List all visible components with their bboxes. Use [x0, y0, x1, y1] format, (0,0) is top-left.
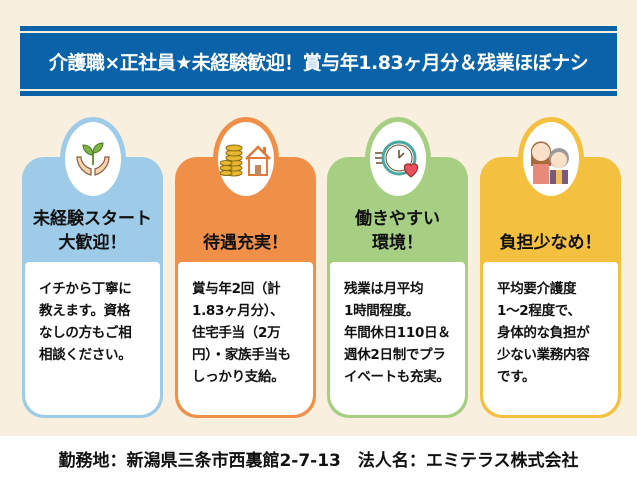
card-body-text: 平均要介護度 1〜2程度で、 身体的な負担が 少ない業務内容 です。 [497, 281, 590, 385]
headline-banner: 介護職×正社員★未経験歓迎！賞与年1.83ヶ月分＆残業ほぼナシ [20, 26, 617, 96]
feature-card-low-burden: 負担少なめ！ 平均要介護度 1〜2程度で、 身体的な負担が 少ない業務内容 です… [480, 117, 621, 418]
coins-and-house-icon [212, 117, 279, 201]
caregiver-and-elder-icon [517, 117, 584, 201]
card-heading: 働きやすい 環境！ [355, 209, 440, 253]
sprout-in-hands-icon [59, 117, 126, 201]
clock-with-heart-icon [364, 117, 431, 201]
card-body-text: 賞与年2回（計 1.83ヶ月分）、 住宅手当（2万 円）・家族手当も しっかり支… [192, 281, 291, 385]
card-body-text: イチから丁寧に 教えます。資格 なしの方もご相 相談ください。 [39, 281, 132, 363]
headline-title: 介護職×正社員★未経験歓迎！賞与年1.83ヶ月分＆残業ほぼナシ [48, 51, 589, 74]
feature-card-inexperienced-welcome: 未経験スタート 大歓迎！ イチから丁寧に 教えます。資格 なしの方もご相 相談く… [22, 117, 163, 418]
workplace-and-company: 勤務地：新潟県三条市西裏館2-7-13 法人名：エミテラス株式会社 [58, 450, 579, 471]
feature-card-benefits: 待遇充実！ 賞与年2回（計 1.83ヶ月分）、 住宅手当（2万 円）・家族手当も… [175, 117, 316, 418]
card-heading: 負担少なめ！ [499, 233, 602, 253]
card-heading: 待遇充実！ [203, 233, 288, 253]
footer-bar: 勤務地：新潟県三条市西裏館2-7-13 法人名：エミテラス株式会社 [0, 436, 637, 480]
feature-card-work-environment: 働きやすい 環境！ 残業は月平均 1時間程度。 年間休日110日＆ 週休2日制で… [327, 117, 468, 418]
card-body-text: 残業は月平均 1時間程度。 年間休日110日＆ 週休2日制でプラ イベートも充実… [344, 281, 451, 385]
card-heading: 未経験スタート 大歓迎！ [33, 209, 152, 253]
